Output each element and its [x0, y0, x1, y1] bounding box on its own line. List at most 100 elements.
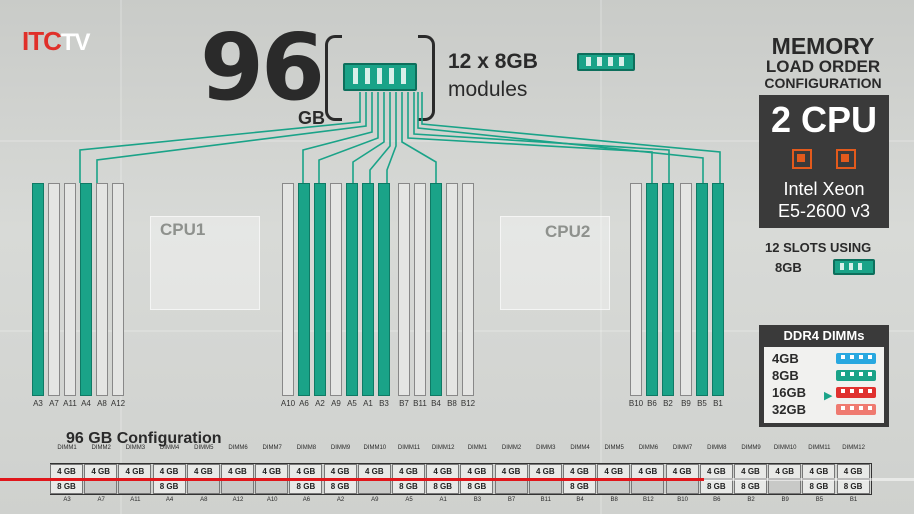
dimm-slot-b7 — [398, 183, 410, 396]
ddr4-legend-body: 4GB 8GB 16GB 32GB ▶ — [764, 347, 884, 423]
slot-footer-label: B1 — [849, 497, 858, 503]
ddr4-title: DDR4 DIMMs — [783, 328, 865, 343]
cell-row2 — [186, 479, 220, 494]
cell-row1: 4 GB — [460, 464, 494, 479]
slot-footer-label: B9 — [781, 497, 789, 503]
ddr4-module-icon — [836, 404, 876, 415]
cell-row2: 8 GB — [426, 479, 460, 494]
slot-label: B4 — [431, 399, 441, 408]
slot-footer-label: A12 — [232, 497, 244, 503]
cell-row2 — [665, 479, 699, 494]
dimm-slot-b5 — [696, 183, 708, 396]
slot-label: B12 — [460, 399, 476, 408]
ram-module-small-icon — [577, 53, 635, 71]
slot-footer-label: B10 — [677, 497, 688, 503]
ram-module-8gb-icon — [833, 259, 875, 275]
slot-label: A4 — [81, 399, 91, 408]
cpu-name-line1: Intel Xeon — [783, 179, 865, 199]
ddr4-size-label: 32GB — [772, 402, 806, 417]
cpu2-socket — [500, 216, 610, 310]
slots-size-label: 8GB — [775, 260, 802, 275]
slot-label: B11 — [413, 399, 427, 408]
slot-footer-label: B5 — [815, 497, 824, 503]
slot-label: B5 — [697, 399, 707, 408]
dimm-header: DIMM3 — [536, 445, 556, 451]
ddr4-size-label: 4GB — [772, 351, 799, 366]
dimm-header: DIMM4 — [570, 445, 590, 451]
selected-arrow-icon: ▶ — [824, 390, 833, 402]
slot-footer-label: B6 — [713, 497, 721, 503]
capacity-unit: GB — [298, 108, 325, 128]
slot-footer-label: A9 — [371, 497, 379, 503]
cell-row2: 8 GB — [460, 479, 494, 494]
ddr4-module-icon — [836, 353, 876, 364]
cell-row2 — [221, 479, 254, 494]
cell-row2: 8 GB — [323, 479, 357, 494]
cell-row1: 4 GB — [255, 464, 289, 479]
ddr4-size-label: 8GB — [772, 368, 799, 383]
slot-label: A11 — [63, 399, 77, 408]
dimm-header: DIMM5 — [604, 445, 624, 451]
slot-label: A9 — [331, 399, 341, 408]
slot-footer-label: B3 — [473, 497, 482, 503]
dimm-slot-a12 — [112, 183, 124, 396]
slot-label: A7 — [49, 399, 59, 408]
slot-label: A2 — [315, 399, 325, 408]
cell-row1: 4 GB — [186, 464, 220, 479]
dimm-slot-a7 — [48, 183, 60, 396]
cell-row2: 8 GB — [50, 479, 83, 494]
logo-it: IT — [22, 26, 44, 56]
dimm-header: DIMM8 — [296, 445, 317, 451]
slot-label: A12 — [110, 399, 126, 408]
dimm-slot-b10 — [630, 183, 642, 396]
ddr4-module-icon — [836, 370, 876, 381]
slot-label: A3 — [33, 399, 43, 408]
module-count: 12 x 8GB — [448, 50, 538, 73]
cell-row2: 8 GB — [392, 479, 425, 494]
cell-row2: 8 GB — [836, 479, 870, 494]
dimm-slot-b8 — [446, 183, 458, 396]
dimm-header: DIMM9 — [741, 445, 761, 451]
dimm-header: DIMM12 — [842, 445, 865, 451]
dimm-header: DIMM12 — [431, 445, 455, 451]
dimm-slot-b3 — [378, 183, 390, 396]
video-progress-fill[interactable] — [0, 478, 704, 481]
slot-footer-label: B8 — [610, 497, 618, 503]
cell-row1: 4 GB — [50, 464, 83, 479]
cell-row1: 4 GB — [426, 464, 460, 479]
cell-row1: 4 GB — [289, 464, 323, 479]
slot-label: B8 — [447, 399, 457, 408]
slot-footer-label: A1 — [439, 497, 447, 503]
cpu-chip-icon — [792, 149, 812, 169]
slot-footer-label: A4 — [165, 497, 174, 503]
dimm-slot-b12 — [462, 183, 474, 396]
module-label: modules — [448, 78, 528, 101]
dimm-slot-a6 — [298, 183, 310, 396]
ram-module-icon — [343, 63, 417, 91]
cell-row1: 4 GB — [631, 464, 665, 479]
cpu1-socket — [150, 216, 260, 310]
ddr4-size-label: 16GB — [772, 385, 806, 400]
slot-label: B9 — [681, 399, 691, 408]
cell-row2: 8 GB — [699, 479, 733, 494]
slot-footer-label: A5 — [405, 497, 413, 503]
logo-tv: TV — [60, 29, 91, 56]
dimm-slot-a1 — [362, 183, 374, 396]
dimm-header: DIMM1 — [467, 445, 488, 451]
cell-row1: 4 GB — [597, 464, 631, 479]
slot-label: A5 — [347, 399, 357, 408]
dimm-header: DIMM8 — [707, 445, 727, 451]
cell-row1: 4 GB — [494, 464, 528, 479]
config-title: 96 GB Configuration — [66, 430, 222, 447]
cell-row2: 8 GB — [289, 479, 323, 494]
slot-footer-label: B4 — [576, 497, 584, 503]
dimm-slot-b4 — [430, 183, 442, 396]
ddr4-legend: DDR4 DIMMs 4GB 8GB 16GB 32GB ▶ — [759, 325, 889, 427]
panel-title-line3: CONFIGURATION — [764, 75, 882, 91]
cell-row2 — [768, 479, 802, 494]
slot-footer-label: A6 — [302, 497, 311, 503]
cell-row2: 8 GB — [734, 479, 767, 494]
cell-row1: 4 GB — [118, 464, 152, 479]
